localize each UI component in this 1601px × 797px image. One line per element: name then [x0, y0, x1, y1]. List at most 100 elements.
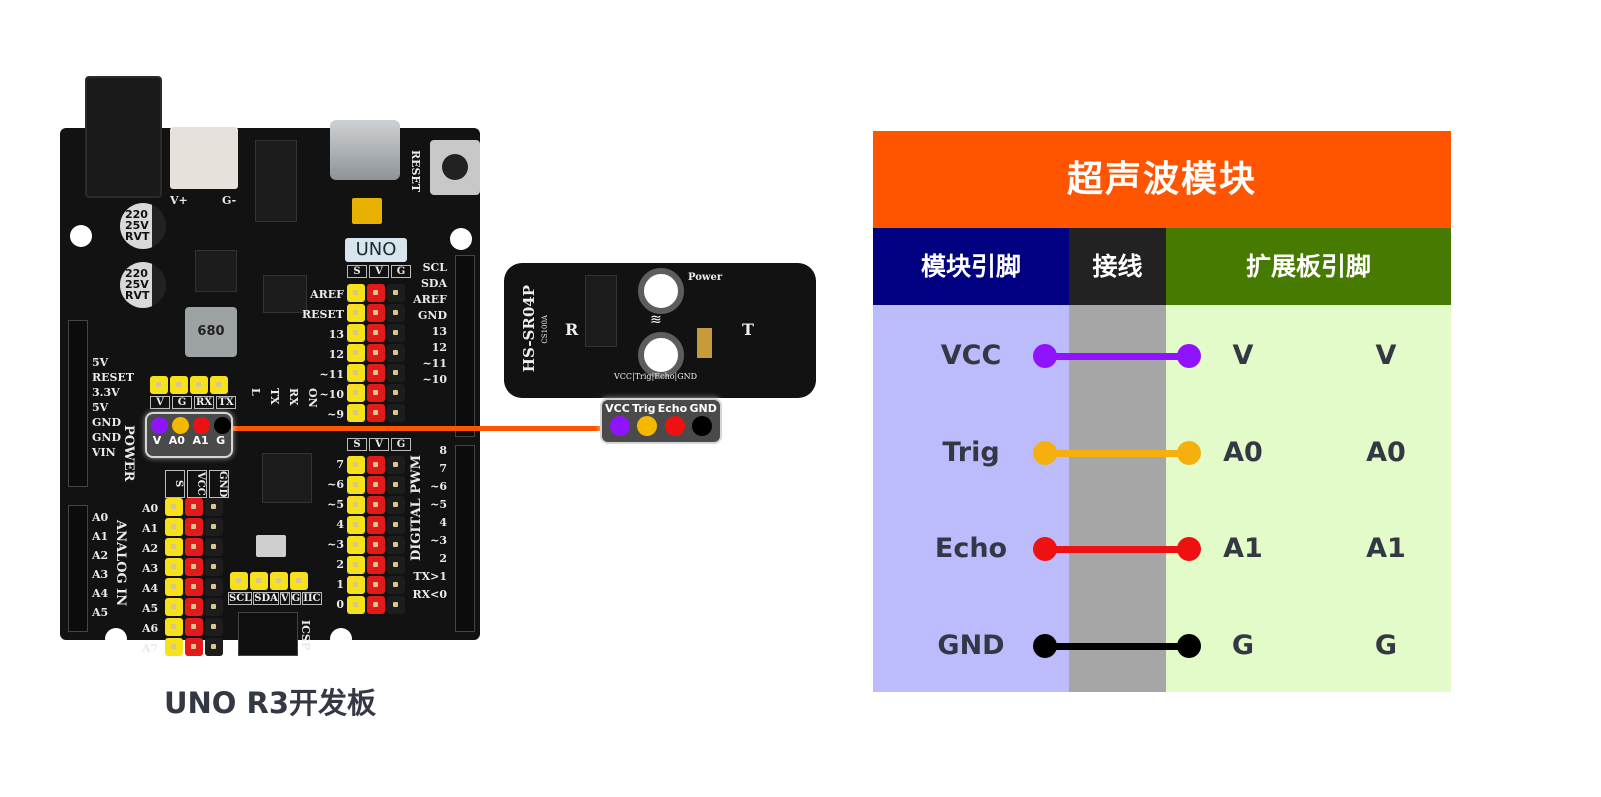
- pin: [347, 304, 365, 322]
- right-pin-label: ~10: [422, 373, 447, 386]
- right-pin-label: 4: [439, 516, 447, 529]
- module-pin-cell: Echo: [934, 533, 1008, 564]
- pin: [367, 536, 385, 554]
- pin: [190, 376, 208, 394]
- digital-row-label: ~9: [327, 408, 344, 421]
- digital-row-label: 0: [336, 598, 344, 611]
- analog-row-label: A3: [142, 562, 159, 575]
- pin: [387, 404, 405, 422]
- iic-label: IIC: [302, 592, 322, 605]
- fuse: [352, 198, 382, 224]
- pin: [367, 404, 385, 422]
- board-pin-alt-cell: A0: [1366, 436, 1406, 468]
- analog-row-label: A4: [142, 582, 159, 595]
- pin: [250, 572, 268, 590]
- pin: [367, 304, 385, 322]
- pin: [367, 324, 385, 342]
- digital-svg-header-top: S V G: [347, 265, 411, 278]
- board-pin-alt-cell: A1: [1366, 533, 1406, 564]
- pin: [210, 376, 228, 394]
- pin: [165, 578, 183, 596]
- digital-row-label: 2: [336, 558, 344, 571]
- dc-power-jack: [85, 76, 162, 198]
- right-header-labels: SCL SDA AREF GND 13 12 ~11 ~10: [405, 262, 447, 385]
- analog-pin-label: A1: [92, 530, 109, 543]
- cap-text: 220: [125, 208, 148, 221]
- power-pin-label: 5V: [92, 356, 109, 369]
- badge-label: G: [216, 434, 226, 447]
- mounting-hole: [105, 628, 127, 650]
- transducer-bottom: [638, 332, 684, 378]
- vcc-dot: [609, 416, 630, 436]
- power-header: [68, 320, 88, 487]
- digital-header-bottom: [455, 445, 475, 632]
- board-connector-badge: V A0 A1 G: [145, 412, 233, 458]
- iic-pins: [230, 572, 308, 590]
- wire-start-dot: [1033, 344, 1057, 368]
- pin: [347, 404, 365, 422]
- usb-serial-chip: [255, 140, 297, 222]
- pin: [185, 538, 203, 556]
- op-amp-chip: [263, 275, 307, 313]
- module-pin-cell: VCC: [940, 340, 1002, 371]
- pin: [185, 498, 203, 516]
- badge-label: V: [152, 434, 162, 447]
- right-pin-label: SCL: [422, 261, 447, 274]
- power-pin-label: 3.3V: [92, 386, 120, 399]
- digital-row-label: 13: [328, 328, 344, 341]
- pin: [387, 344, 405, 362]
- pin: [387, 456, 405, 474]
- module-pin-cell: Trig: [942, 436, 1000, 468]
- wire-end-dot: [1177, 633, 1201, 658]
- analog-pin-label: A0: [92, 511, 109, 524]
- badge-dots: [147, 414, 231, 434]
- wire-line: [1045, 353, 1189, 360]
- right-pin-label: 2: [439, 552, 447, 565]
- pin: [185, 518, 203, 536]
- crystal: [256, 535, 286, 557]
- pin: [347, 476, 365, 494]
- pin: [347, 536, 365, 554]
- digital-row-label: ~3: [327, 538, 344, 551]
- pin: [387, 536, 405, 554]
- reset-button: [430, 140, 480, 195]
- pin: [347, 456, 365, 474]
- board-pin-column: [1166, 305, 1451, 692]
- sensor-connector-badge: VCC Trig Echo GND: [600, 398, 722, 444]
- receiver-label: R: [565, 320, 579, 339]
- digital-row-labels-top: AREF RESET 13 12 ~11 ~10 ~9: [300, 286, 344, 424]
- analog-pin-label: A2: [92, 549, 109, 562]
- icsp-label: ICSP: [299, 620, 312, 651]
- sensor-chip-label: CS100A: [541, 315, 549, 344]
- digital-pin-block-top: [347, 284, 405, 422]
- power-pin-label: VIN: [92, 446, 116, 459]
- sensor-pin-silk: VCC|Trig|Echo|GND: [614, 372, 698, 381]
- cap-text: 25V: [125, 219, 149, 232]
- pin: [185, 618, 203, 636]
- pin: [367, 456, 385, 474]
- pin: [205, 558, 223, 576]
- serial-header-pins: [150, 376, 228, 394]
- right-pin-label: ~5: [430, 498, 447, 511]
- power-pin-label: RESET: [92, 371, 135, 384]
- analog-pin-label: A3: [92, 568, 109, 581]
- pin: [387, 324, 405, 342]
- pin: [367, 284, 385, 302]
- header-label: G: [391, 438, 411, 451]
- right-pin-label: RX<0: [412, 588, 447, 601]
- analog-pin-label: A5: [92, 606, 109, 619]
- led-label: RX: [287, 388, 300, 406]
- pin: [387, 556, 405, 574]
- pin: [150, 376, 168, 394]
- mounting-hole: [450, 228, 472, 250]
- power-conn-label-gminus: G-: [222, 194, 237, 207]
- cap-text: RVT: [125, 230, 150, 243]
- analog-row-labels: A0 A1 A2 A3 A4 A5 A6 A7: [142, 500, 158, 658]
- pin: [205, 598, 223, 616]
- header-label: V: [369, 438, 389, 451]
- digital-row-label: RESET: [301, 308, 344, 321]
- module-pin-cell: GND: [937, 629, 1005, 661]
- analog-row-label: A7: [142, 642, 159, 655]
